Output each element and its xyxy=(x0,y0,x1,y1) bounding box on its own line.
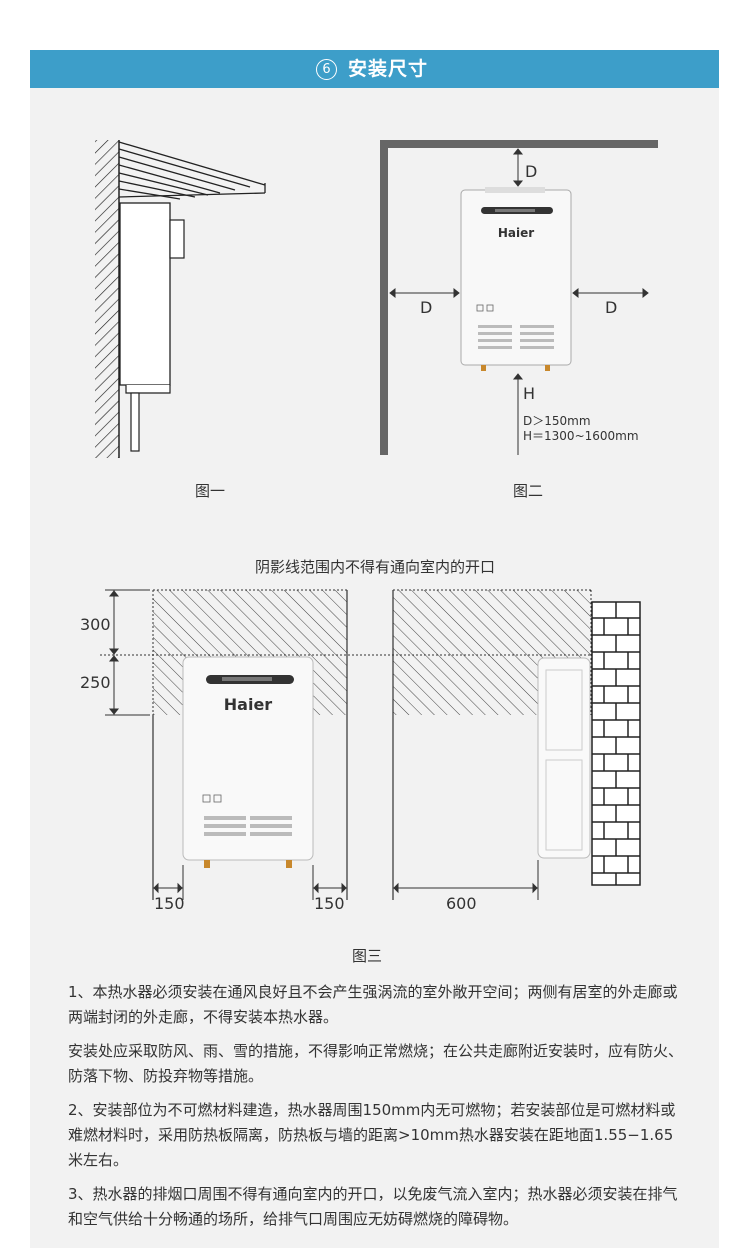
label-h: H xyxy=(523,384,535,403)
dim-600: 600 xyxy=(446,894,477,913)
spec-h: H＝1300~1600mm xyxy=(523,429,639,443)
heater-front-large: Haier xyxy=(182,656,314,868)
brand-logo-large: Haier xyxy=(224,695,273,714)
section-number-badge: 6 xyxy=(316,59,337,80)
spec-d: D＞150mm xyxy=(523,414,591,428)
label-d-left: D xyxy=(420,298,432,317)
paragraph-4: 3、热水器的排烟口周围不得有通向室内的开口，以免废气流入室内；热水器必须安装在排… xyxy=(68,1185,678,1228)
figure-1-caption: 图一 xyxy=(194,482,225,500)
figure-3-note: 阴影线范围内不得有通向室内的开口 xyxy=(254,558,495,576)
pipe xyxy=(130,392,140,452)
heater-side-large xyxy=(537,657,591,859)
paragraph-2: 安装处应采取防风、雨、雪的措施，不得影响正常燃烧；在公共走廊附近安装时，应有防火… xyxy=(68,1042,684,1085)
brand-logo: Haier xyxy=(498,226,534,240)
dim-150-left: 150 xyxy=(154,894,185,913)
figure-3-clearance-zones: Haier xyxy=(80,589,641,913)
label-d-right: D xyxy=(605,298,617,317)
heater-front: Haier xyxy=(460,187,572,371)
figure-1-side-view xyxy=(95,140,266,458)
dim-300: 300 xyxy=(80,615,111,634)
label-d-top: D xyxy=(525,162,537,181)
dim-150-right: 150 xyxy=(314,894,345,913)
figure-3-caption: 图三 xyxy=(351,947,382,965)
section-header: 6 安装尺寸 xyxy=(30,50,719,88)
section-title: 安装尺寸 xyxy=(348,58,429,80)
figure-2-caption: 图二 xyxy=(512,482,543,500)
paragraph-1: 1、本热水器必须安装在通风良好且不会产生强涡流的室外敞开空间；两侧有居室的外走廊… xyxy=(68,983,678,1026)
paragraph-3: 2、安装部位为不可燃材料建造，热水器周围150mm内无可燃物；若安装部位是可燃材… xyxy=(68,1101,676,1169)
figure-2-front-clearance: Haier D D D H D＞150mm H＝1300~1600mm xyxy=(380,140,658,455)
dim-250: 250 xyxy=(80,673,111,692)
brick-wall xyxy=(591,601,641,886)
heater-side xyxy=(119,202,171,386)
awning xyxy=(118,141,266,200)
